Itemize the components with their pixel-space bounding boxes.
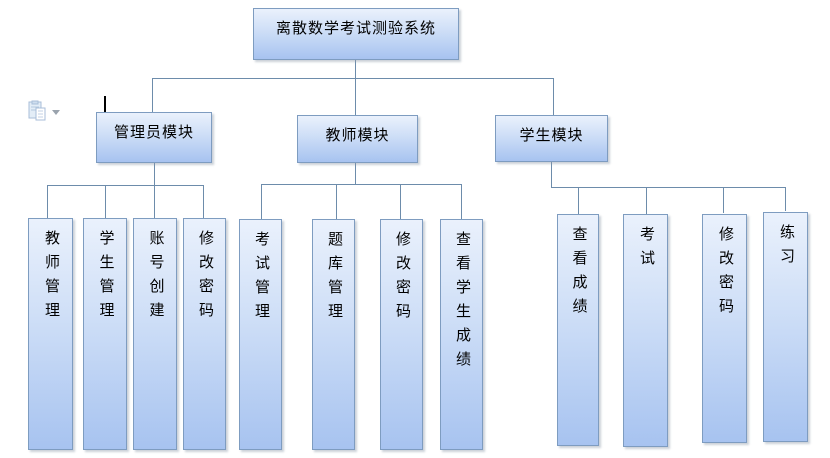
connector-line — [336, 184, 337, 219]
connector-line — [553, 78, 554, 115]
leaf-teacher-management[interactable]: 教师管理 — [28, 218, 73, 450]
connector-line — [47, 185, 204, 186]
node-teacher-module[interactable]: 教师模块 — [297, 115, 418, 163]
node-student-module[interactable]: 学生模块 — [495, 115, 608, 162]
connector-line — [152, 78, 554, 79]
connector-line — [551, 187, 786, 188]
node-admin-label: 管理员模块 — [113, 125, 194, 141]
leaf-label: 修改密码 — [394, 231, 410, 327]
leaf-label: 考试管理 — [253, 231, 269, 327]
leaf-change-password-admin[interactable]: 修改密码 — [183, 218, 226, 450]
leaf-student-management[interactable]: 学生管理 — [83, 218, 127, 450]
leaf-exam[interactable]: 考试 — [623, 214, 668, 447]
connector-line — [261, 184, 262, 219]
connector-line — [646, 187, 647, 214]
connector-line — [355, 163, 356, 184]
leaf-label: 教师管理 — [43, 230, 59, 326]
connector-line — [355, 78, 356, 115]
connector-line — [261, 184, 461, 185]
node-student-label: 学生模块 — [519, 128, 584, 144]
leaf-view-grades[interactable]: 查看成绩 — [557, 214, 599, 446]
leaf-label: 账号创建 — [147, 230, 164, 326]
connector-line — [785, 187, 786, 211]
leaf-practice[interactable]: 练习 — [763, 212, 808, 442]
connector-line — [723, 187, 724, 213]
leaf-label: 查看成绩 — [570, 226, 587, 322]
connector-line — [461, 184, 462, 219]
leaf-label: 练习 — [778, 224, 794, 272]
node-teacher-label: 教师模块 — [325, 128, 390, 144]
connector-line — [154, 185, 155, 218]
clipboard-paste-icon — [28, 100, 46, 121]
connector-line — [578, 187, 579, 214]
node-root-system[interactable]: 离散数学考试测验系统 — [253, 8, 459, 60]
connector-line — [105, 185, 106, 218]
connector-line — [203, 185, 204, 218]
leaf-change-password-student[interactable]: 修改密码 — [702, 214, 747, 443]
leaf-label: 学生管理 — [97, 230, 114, 326]
leaf-account-creation[interactable]: 账号创建 — [133, 218, 177, 450]
connector-line — [355, 60, 356, 78]
chevron-down-icon[interactable] — [52, 110, 60, 115]
paste-options-button[interactable] — [27, 100, 49, 122]
leaf-label: 考试 — [638, 226, 654, 274]
leaf-label: 修改密码 — [197, 230, 213, 326]
leaf-exam-management[interactable]: 考试管理 — [239, 219, 282, 450]
connector-line — [154, 163, 155, 185]
connector-line — [551, 162, 552, 187]
node-admin-module[interactable]: 管理员模块 — [96, 112, 212, 163]
connector-line — [152, 78, 153, 112]
leaf-label: 修改密码 — [717, 226, 733, 322]
connector-line — [47, 185, 48, 218]
leaf-question-bank-management[interactable]: 题库管理 — [312, 219, 355, 450]
leaf-label: 题库管理 — [326, 231, 342, 327]
connector-line — [400, 184, 401, 219]
leaf-label: 查看学生成绩 — [454, 231, 470, 375]
node-root-label: 离散数学考试测验系统 — [275, 21, 436, 37]
leaf-change-password-teacher[interactable]: 修改密码 — [380, 219, 423, 450]
leaf-view-student-grades[interactable]: 查看学生成绩 — [440, 219, 483, 450]
